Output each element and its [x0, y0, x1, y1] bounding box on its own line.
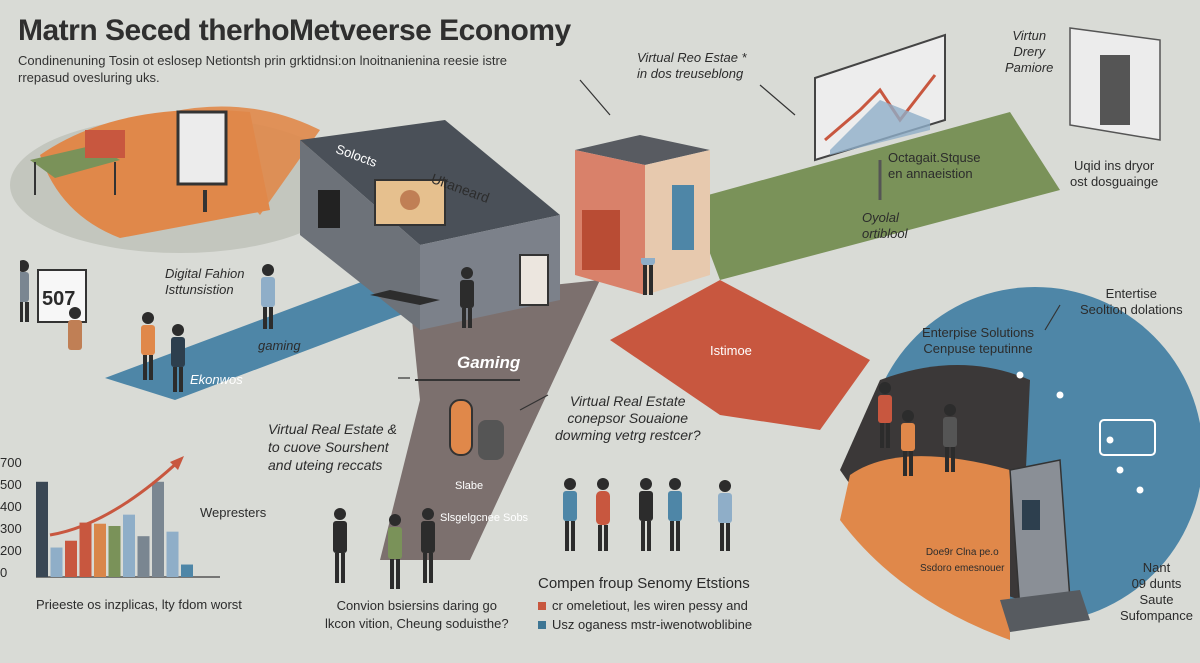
ytick: 0	[0, 565, 8, 580]
blue-path	[105, 275, 440, 400]
legend-label: cr omeletiout, les wiren pessy and	[552, 598, 748, 613]
ytick: 300	[0, 521, 22, 536]
label-gaming-big: Gaming	[457, 353, 521, 372]
chart-bar	[137, 536, 150, 577]
trend-arrow	[49, 458, 182, 537]
chart-bar	[36, 481, 48, 577]
label-line: Drery	[1013, 44, 1046, 59]
legend-item: cr omeletiout, les wiren pessy and	[538, 598, 752, 613]
legend-label: Usz oganess mstr-iwenotwoblibine	[552, 617, 753, 632]
chart-bar	[181, 564, 193, 577]
ytick: 400	[0, 499, 22, 514]
label-doesr: Doe9r Clna pe.o Ssdoro emesnouer	[920, 545, 1005, 577]
ytick: 700	[0, 455, 22, 470]
label-line: Sufompance	[1120, 608, 1193, 623]
green-path	[690, 112, 1060, 280]
label-line: conepsor Souaione	[567, 410, 689, 426]
label-virtual-real-estate-left: Virtual Real Estate & to cuove Sourshent…	[268, 420, 397, 474]
ytick: 500	[0, 477, 22, 492]
label-line: Convion bsiersins daring go	[336, 598, 497, 613]
label-line: Nant	[1142, 560, 1171, 575]
bottom-caption: Convion bsiersins daring go lkcon vition…	[325, 597, 509, 633]
label-line: Entertise	[1105, 286, 1157, 301]
label-line: to cuove Sourshent	[268, 439, 389, 455]
label-virtual-dreary: Virtun Drery Pamiore	[1005, 28, 1053, 76]
sign-value: 507	[42, 288, 76, 310]
subtitle-line: Condinenuning Tosin ot eslosep Netiontsh…	[18, 53, 508, 68]
chart-bar	[79, 522, 92, 577]
page-title: Matrn Seced therhoMetveerse Economy	[18, 14, 571, 47]
label-line: Cenpuse teputinne	[923, 341, 1033, 356]
legend-swatch	[538, 601, 546, 610]
label-line: en annaeistion	[888, 166, 973, 181]
legend: Compen froup Senomy Etstions cr omeletio…	[538, 575, 752, 632]
ytick: 200	[0, 543, 22, 558]
legend-item: Usz oganess mstr-iwenotwoblibine	[538, 617, 752, 632]
label-line: Pamiore	[1005, 60, 1054, 75]
legend-title: Compen froup Senomy Etstions	[538, 575, 750, 592]
red-path	[610, 280, 870, 430]
subtitle-line: rrepasud ovesluring uks.	[18, 70, 160, 85]
bar-chart	[36, 456, 220, 578]
label-virtual-real-estate-mid: Virtual Real Estate conepsor Souaione do…	[555, 393, 701, 444]
label-octagait: Octagait.Stquse en annaeistion	[888, 150, 981, 182]
chart-bar	[94, 523, 106, 577]
label-line: Enterpise Solutions	[922, 325, 1035, 340]
legend-swatch	[538, 620, 546, 629]
label-line: Uqid ins dryor	[1073, 158, 1155, 173]
trend-arrowhead	[170, 456, 184, 470]
label-wepresters: Wepresters	[200, 505, 267, 520]
label-virtual-real-estate-top: Virtual Reo Estae * in dos treuseblong	[637, 50, 747, 82]
label-line: Virtual Real Estate	[569, 393, 686, 409]
chart-bar	[50, 547, 63, 577]
label-line: Octagait.Stquse	[888, 150, 981, 165]
chart-caption: Prieeste os inzplicas, lty fdom worst	[36, 597, 242, 612]
label-line: and uteing reccats	[268, 457, 383, 473]
label-line: in dos treuseblong	[637, 66, 744, 81]
chart-bar	[123, 514, 135, 577]
chart-bar	[108, 525, 121, 577]
label-enterprise-solutions: Enterpise Solutions Cenpuse teputinne	[922, 325, 1034, 357]
label-line: Ssdoro emesnouer	[920, 563, 1005, 574]
chart-bar	[65, 540, 77, 577]
label-line: ortiblool	[862, 226, 908, 241]
label-line: Doe9r Clna pe.o	[925, 547, 999, 558]
page-subtitle: Condinenuning Tosin ot eslosep Netiontsh…	[18, 52, 578, 86]
label-line: Digital Fahion	[165, 266, 245, 281]
label-line: Saute	[1139, 592, 1174, 607]
label-ekonwos: Ekonwos	[190, 372, 243, 387]
orange-floor	[840, 456, 1010, 640]
chart-bar	[152, 481, 164, 577]
label-line: Virtual Reo Estae *	[637, 50, 747, 65]
label-line: Isttunsistion	[165, 282, 234, 297]
label-line: lkcon vition, Cheung soduisthe?	[325, 616, 509, 631]
chart-bar	[166, 531, 179, 577]
label-digital-fashion: Digital Fahion Isttunsistion	[165, 266, 245, 298]
label-slabe: Slabe	[455, 480, 484, 492]
label-oyolal: Oyolal ortiblool	[862, 210, 908, 242]
label-nant: Nant 09 dunts Saute Sufompance	[1120, 560, 1193, 624]
label-gaming-small: gaming	[258, 338, 301, 353]
label-entertise: Entertise Seoltion dolations	[1080, 286, 1183, 318]
label-line: Virtun	[1012, 28, 1047, 43]
label-uqid: Uqid ins dryor ost dosguainge	[1070, 158, 1158, 190]
label-line: ost dosguainge	[1070, 174, 1159, 189]
label-slsgelgaw: Slsgelgcnee Sobs	[440, 512, 529, 524]
label-istimoe: Istimoe	[710, 343, 752, 358]
label-line: Oyolal	[862, 210, 899, 225]
label-line: dowming vetrg restcer?	[555, 427, 701, 443]
label-line: Seoltion dolations	[1080, 302, 1183, 317]
label-line: Virtual Real Estate &	[268, 421, 397, 437]
label-line: 09 dunts	[1131, 576, 1182, 591]
